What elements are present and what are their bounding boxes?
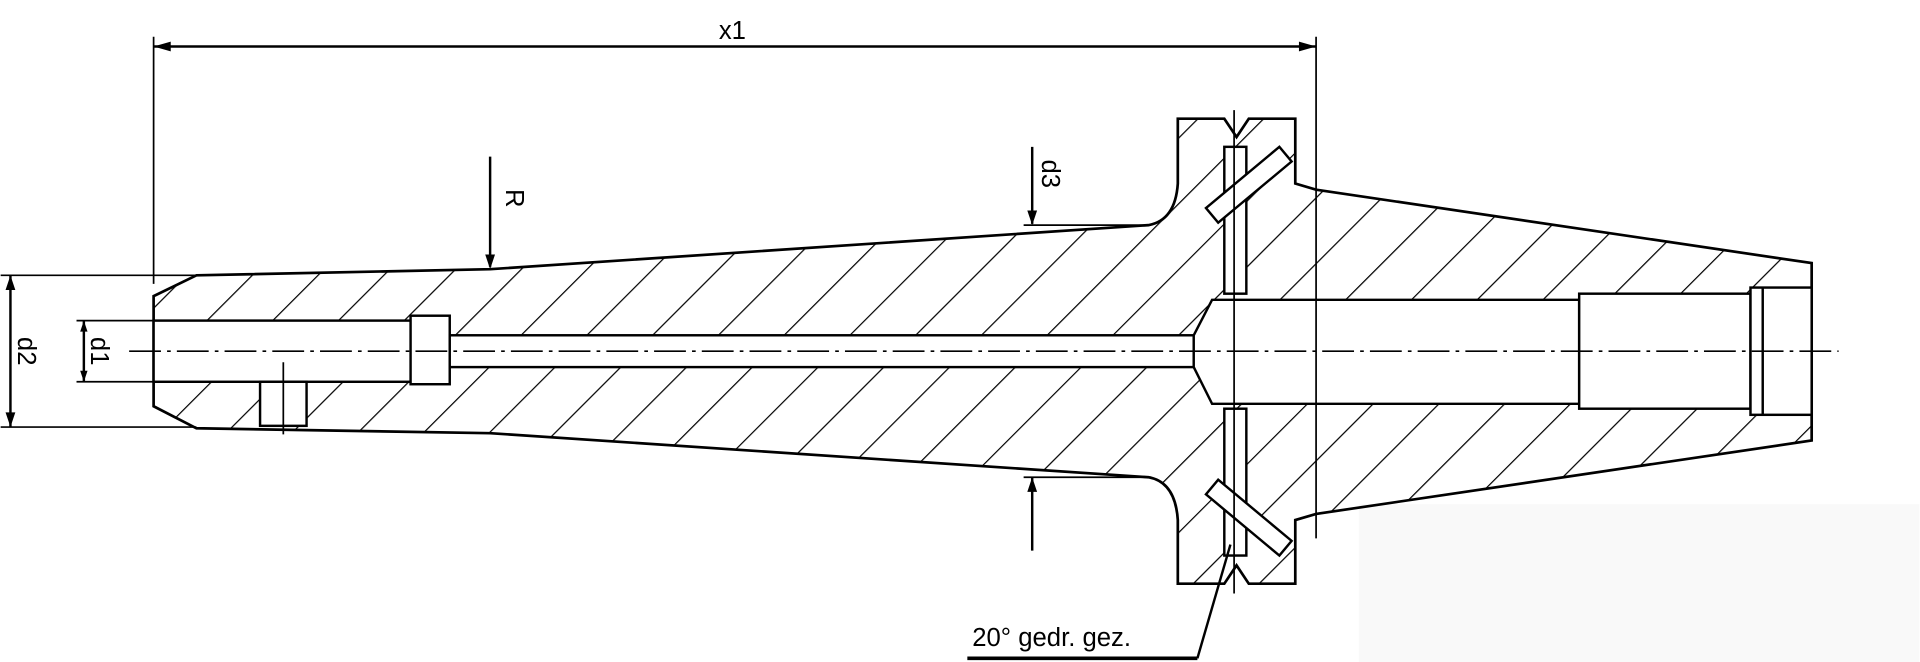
dimension-label-d3: d3 — [1036, 159, 1064, 188]
thread-note-label: 20° gedr. gez. — [972, 624, 1131, 652]
radius-marker: R — [485, 156, 528, 270]
background-panel — [1358, 504, 1920, 662]
dimension-label-x1: x1 — [719, 17, 746, 45]
dimension-label-d1: d1 — [85, 337, 113, 366]
dimension-d1: d1 — [76, 319, 154, 383]
dimension-d2: d2 — [0, 274, 197, 428]
thread-note: 20° gedr. gez. — [967, 544, 1232, 661]
dimension-x1: x1 — [152, 17, 1317, 539]
dimension-label-r: R — [500, 189, 528, 208]
flange-slot — [1204, 145, 1294, 558]
dimension-d3: d3 — [1023, 146, 1151, 551]
dimension-label-d2: d2 — [12, 337, 40, 366]
